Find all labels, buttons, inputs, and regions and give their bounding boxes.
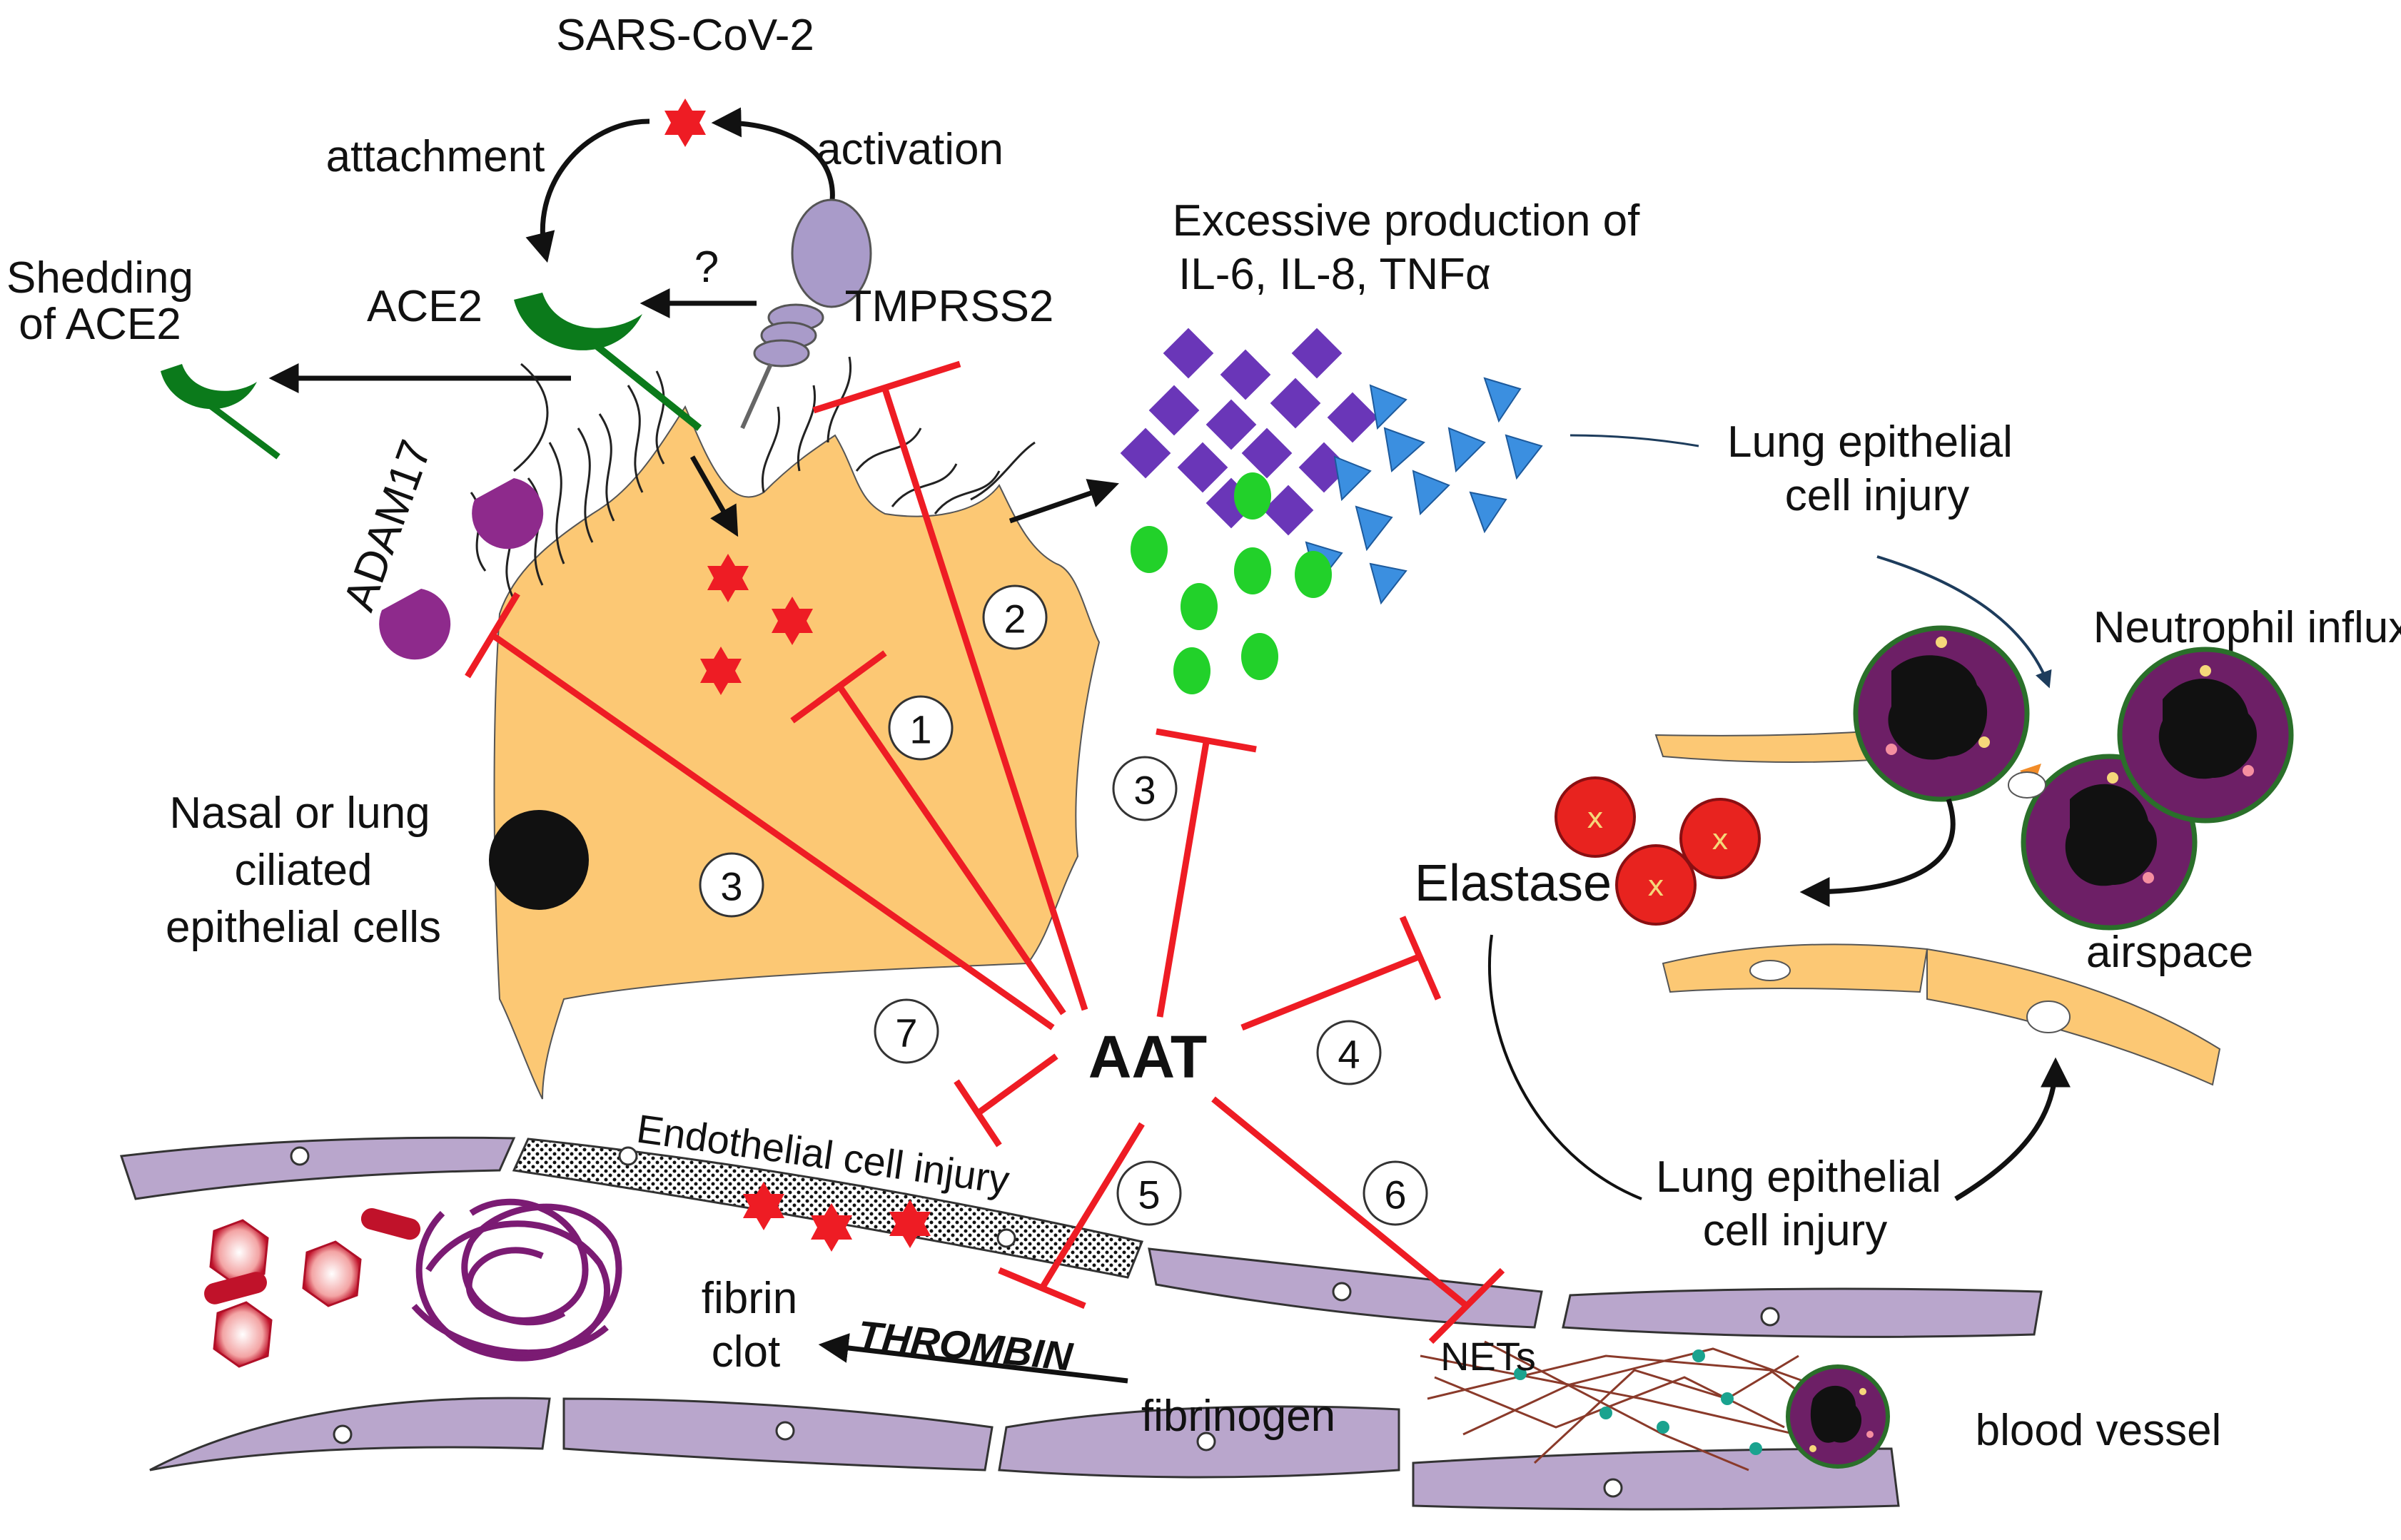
svg-text:1: 1	[909, 707, 931, 752]
cytokine-release-arrow	[1009, 479, 1119, 524]
activation-arrow	[711, 107, 835, 223]
shed-ace2-icon	[161, 364, 280, 460]
lung-injury-top-line2: cell injury	[1785, 471, 1969, 520]
nets-icon	[1420, 1340, 1828, 1471]
neutrophil-icon-airspace	[1853, 625, 2294, 931]
svg-text:3: 3	[1133, 768, 1156, 813]
aat-inhibition-lines	[465, 360, 1505, 1344]
svg-text:x: x	[1647, 870, 1664, 903]
blood-vessel	[119, 1136, 2043, 1511]
nasal-label-line1: Nasal or lung	[169, 789, 430, 838]
blood-vessel-label: blood vessel	[1976, 1406, 2222, 1455]
shedding-label-line2: of ACE2	[19, 300, 181, 349]
virus-entry-arrow	[689, 455, 739, 537]
neutrophil-influx-arrow	[1876, 555, 2052, 689]
airspace-label: airspace	[2086, 928, 2253, 977]
lung-injury-bottom-line1: Lung epithelial	[1656, 1153, 1941, 1202]
lung-injury-top-line1: Lung epithelial	[1727, 417, 2013, 467]
mechanism-3-top: 3	[1112, 756, 1178, 821]
il8-circles	[1131, 472, 1332, 694]
attachment-arrow	[525, 118, 650, 263]
red-blood-cells-airspace: x x x	[1555, 776, 1761, 926]
svg-text:x: x	[1712, 824, 1729, 856]
svg-text:4: 4	[1338, 1032, 1360, 1077]
svg-text:6: 6	[1384, 1172, 1406, 1217]
attachment-label: attachment	[326, 132, 545, 181]
fibrin-clot-icon	[411, 1198, 622, 1362]
fibrinogen-label: fibrinogen	[1141, 1392, 1335, 1441]
adam17-protease-icon	[379, 363, 549, 660]
mechanism-6: 6	[1363, 1160, 1428, 1226]
red-blood-cells	[204, 1208, 421, 1368]
question-label: ?	[694, 243, 719, 292]
ace2-receptor-icon	[514, 293, 702, 431]
red-blood-cell-icon	[204, 1208, 421, 1368]
cytokines-label-line2: IL-6, IL-8, TNFα	[1178, 250, 1491, 299]
mechanism-7: 7	[874, 998, 939, 1064]
cilia	[470, 356, 1036, 600]
cytokines-label-line1: Excessive production of	[1173, 196, 1641, 245]
svg-text:2: 2	[1004, 597, 1026, 642]
mechanism-5: 5	[1116, 1160, 1182, 1226]
nasal-label-line3: epithelial cells	[166, 903, 441, 952]
adam17-label: ADAM17	[334, 434, 441, 617]
neutrophil-icon	[1786, 1364, 1890, 1469]
tmprss2-protease-icon	[740, 198, 872, 430]
injured-endothelium	[512, 1138, 1144, 1279]
mechanism-1: 1	[888, 695, 954, 761]
cell-nucleus	[489, 810, 589, 910]
virus-label: SARS-CoV-2	[556, 11, 814, 60]
shedding-label-line1: Shedding	[6, 253, 193, 303]
injury-link-line	[1570, 434, 1699, 447]
il6-diamonds	[1120, 328, 1378, 536]
svg-text:x: x	[1587, 802, 1604, 835]
mechanism-2: 2	[982, 584, 1048, 650]
ace2-label: ACE2	[367, 282, 482, 331]
nasal-label-line2: ciliated	[235, 846, 373, 895]
tnf-triangles	[1305, 377, 1543, 605]
mechanism-3-left: 3	[699, 852, 764, 918]
fibrinogen-to-clot-arrow	[818, 1333, 1128, 1384]
mechanism-4: 4	[1316, 1020, 1382, 1085]
lung-injury-bottom-line2: cell injury	[1703, 1206, 1887, 1255]
neutrophil-influx-label: Neutrophil influx	[2093, 603, 2401, 652]
elastase-release-arrow	[1799, 798, 1956, 907]
svg-text:7: 7	[895, 1010, 917, 1055]
mechanism-markers: 1 2 3 3 4 5 6 7	[699, 584, 1428, 1226]
injury-feedback-arrow	[1954, 1057, 2071, 1202]
elastase-injury-curve	[1488, 934, 1642, 1200]
tmprss2-label: TMPRSS2	[845, 282, 1054, 331]
virus-icon	[664, 98, 706, 147]
nets-label: NETs	[1440, 1334, 1536, 1379]
fibrin-label-line1: fibrin	[702, 1274, 797, 1323]
elastase-label: Elastase	[1415, 855, 1612, 912]
aat-label: AAT	[1088, 1023, 1207, 1090]
svg-text:5: 5	[1138, 1172, 1160, 1217]
thrombin-label: THROMBIN	[856, 1312, 1076, 1379]
svg-text:3: 3	[720, 864, 742, 909]
activation-label: activation	[817, 125, 1004, 174]
fibrin-label-line2: clot	[712, 1327, 780, 1377]
